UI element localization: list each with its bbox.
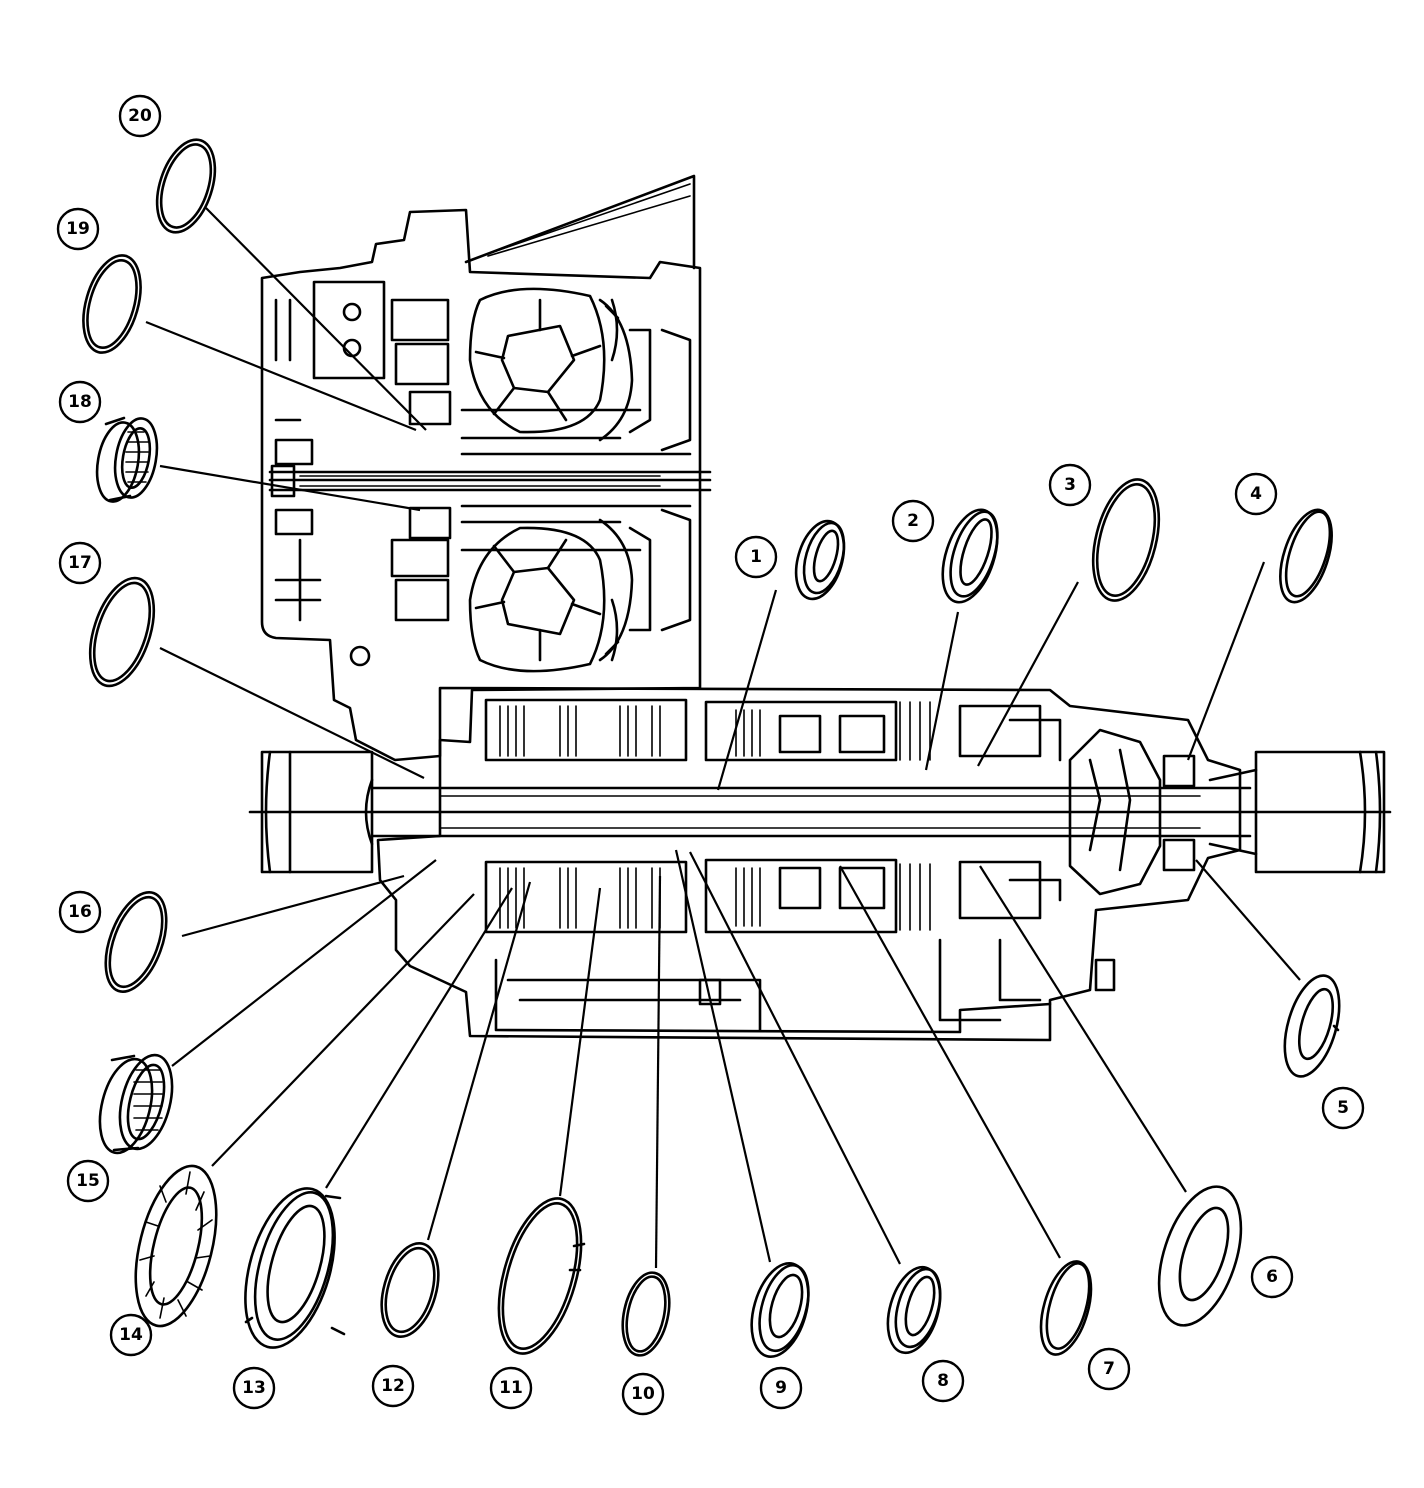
part-1-thrust-washer [794,519,846,601]
torque-converter-lower [460,504,692,673]
part-2-thrust-washer [941,508,999,604]
callout-7: 7 [1087,1347,1131,1391]
callout-2: 2 [891,499,935,543]
housing-top-flange-inner [475,183,691,259]
svg-text:17: 17 [68,553,92,573]
svg-text:3: 3 [1064,475,1076,495]
leader-20 [205,207,427,431]
leader-8 [689,851,901,1265]
callout-19: 19 [56,207,100,251]
callout-11: 11 [489,1366,533,1410]
callout-12: 12 [371,1364,415,1408]
svg-text:7: 7 [1103,1359,1115,1379]
callouts: 1 2 3 4 5 6 7 8 9 10 11 12 13 14 15 16 1… [56,94,1365,1416]
part-3-seal-ring [1091,478,1161,602]
part-19-seal-ring [82,254,142,354]
svg-text:9: 9 [775,1378,787,1398]
leader-10 [654,875,662,1269]
callout-15: 15 [66,1159,110,1203]
part-14-thrust-washer [134,1164,218,1328]
callout-4: 4 [1234,472,1278,516]
leader-2 [924,611,960,771]
housing-top-flange [464,174,696,270]
callout-5: 5 [1321,1086,1365,1130]
part-6-thrust-washer [1157,1185,1243,1327]
leader-3 [977,581,1079,767]
callout-3: 3 [1048,463,1092,507]
upper-case-outline [260,208,702,762]
svg-text:14: 14 [119,1325,143,1345]
part-8-thrust-washer [886,1265,942,1355]
callout-18: 18 [58,380,102,424]
part-15-needle-bearing [98,1053,174,1155]
svg-text:18: 18 [68,392,92,412]
svg-text:4: 4 [1250,484,1262,504]
leader-16 [181,874,405,938]
leader-12 [426,881,532,1241]
leader-11 [558,887,602,1197]
callout-16: 16 [58,890,102,934]
clutch-packs [484,698,1062,934]
part-7-seal-ring [1039,1260,1093,1356]
callout-1: 1 [734,535,778,579]
svg-text:16: 16 [68,902,92,922]
svg-text:8: 8 [937,1371,949,1391]
svg-text:19: 19 [66,219,90,239]
lower-case-outline [376,686,1242,1042]
callout-6: 6 [1250,1255,1294,1299]
svg-text:15: 15 [76,1171,100,1191]
leader-17 [159,647,425,779]
torque-converter-upper [460,287,692,456]
leader-18 [159,464,421,512]
callout-10: 10 [621,1372,665,1416]
part-4-seal-ring [1279,508,1333,604]
svg-text:1: 1 [750,547,762,567]
svg-text:11: 11 [499,1378,523,1398]
callout-17: 17 [58,541,102,585]
svg-text:12: 12 [381,1376,405,1396]
leader-4 [1186,561,1266,761]
oil-pan [494,938,1116,1034]
part-20-snap-ring [155,138,217,234]
part-18-needle-bearing [95,416,159,503]
leader-6 [979,865,1187,1193]
leader-15 [171,859,437,1067]
callout-13: 13 [232,1366,276,1410]
part-5-thrust-washer [1283,974,1341,1078]
svg-text:10: 10 [631,1384,655,1404]
svg-text:20: 20 [128,106,152,126]
leader-1 [716,589,778,791]
part-9-thrust-washer [750,1262,810,1358]
part-16-snap-ring [104,891,168,993]
callout-14: 14 [109,1313,153,1357]
part-11-snap-ring [497,1197,586,1355]
callout-8: 8 [921,1359,965,1403]
svg-text:2: 2 [907,511,919,531]
leader-7 [839,865,1061,1259]
leader-9 [674,849,772,1263]
callout-9: 9 [759,1366,803,1410]
part-17-snap-ring [88,576,156,688]
leader-14 [211,893,475,1167]
part-12-seal-ring [380,1242,440,1338]
callout-20: 20 [118,94,162,138]
leader-lines [145,207,1301,1269]
output-shaft [248,750,1392,874]
svg-text:6: 6 [1266,1267,1278,1287]
input-shaft [268,464,712,498]
part-10-seal-ring [621,1271,671,1357]
leader-13 [325,887,513,1189]
svg-text:13: 13 [242,1378,266,1398]
leader-19 [145,320,417,432]
transaxle-cross-section [248,174,1392,1042]
leader-5 [1195,859,1301,981]
differential [1068,728,1196,896]
valve-body [274,280,452,667]
exploded-parts [82,138,1341,1358]
svg-text:5: 5 [1337,1098,1349,1118]
part-13-clutch-piston [244,1187,346,1349]
